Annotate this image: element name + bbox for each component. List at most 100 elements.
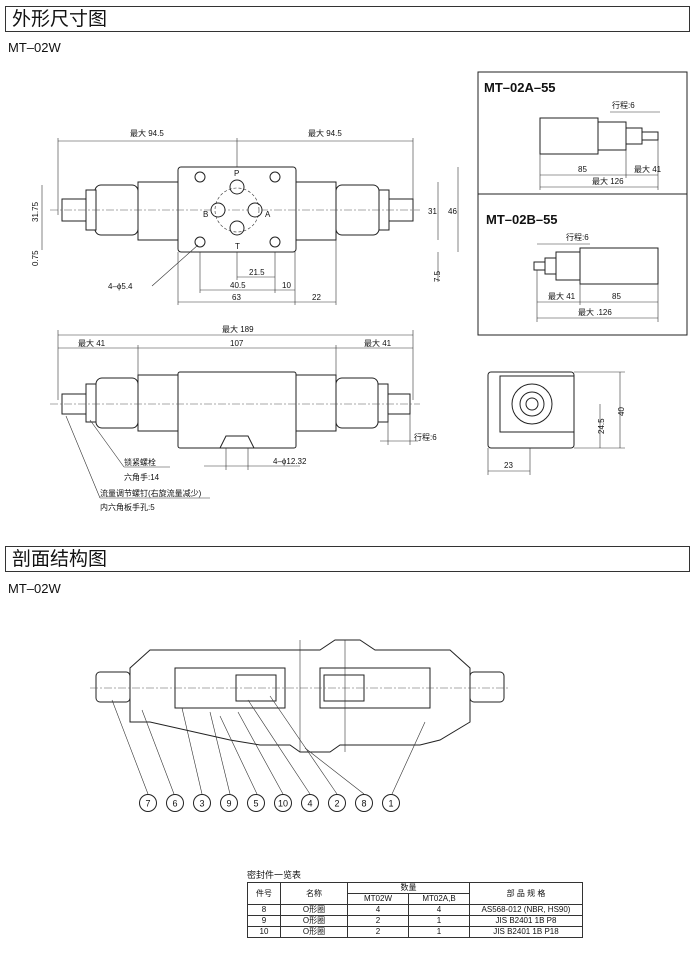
callout-circle-6	[166, 794, 184, 812]
top-view: 最大 94.5 最大 94.5 P B A T 31.75 0.75	[31, 128, 459, 305]
variant-a55: MT–02A–55 行程:6 85 最大 41 最大 126	[477, 71, 688, 195]
dim-75: 7.5	[433, 270, 442, 282]
dim-245: 24.5	[597, 418, 606, 434]
row-ab: 4	[408, 904, 470, 916]
callout-circle-9	[220, 794, 238, 812]
row-w: 2	[347, 915, 409, 927]
dim-107: 107	[230, 339, 244, 348]
left-sleeve	[137, 181, 179, 241]
a55-screw	[641, 131, 659, 141]
callout-circle-2	[328, 794, 346, 812]
port-p-label: P	[234, 169, 239, 178]
row-spec: AS568-012 (NBR, HS90)	[469, 904, 583, 916]
seal-table-caption: 密封件一览表	[247, 871, 302, 881]
dim-63: 63	[232, 293, 241, 302]
dim-22: 22	[312, 293, 321, 302]
callout-label-10: 10	[278, 799, 288, 809]
port-p	[229, 179, 245, 195]
variant-b55-title: MT–02B–55	[486, 212, 558, 227]
mount-hole-2	[269, 171, 281, 183]
front-left-nut	[85, 383, 97, 423]
a55-max126: 最大 126	[592, 176, 624, 186]
row-no: 9	[247, 915, 281, 927]
dim-max41-left: 最大 41	[78, 338, 106, 348]
seal-head-qty: 数量	[347, 882, 470, 894]
right-sleeve	[295, 181, 337, 241]
callout-circle-5	[247, 794, 265, 812]
row-w: 4	[347, 904, 409, 916]
port-t-label: T	[235, 242, 240, 251]
callout-circle-8	[355, 794, 373, 812]
front-stroke: 行程:6	[414, 432, 437, 442]
port-a	[247, 202, 263, 218]
callout-label-4: 4	[307, 799, 312, 809]
b55-nut	[544, 257, 557, 275]
row-name: O形圈	[280, 915, 348, 927]
callout-circle-3	[193, 794, 211, 812]
orings-label: 4–ϕ12.32	[273, 457, 307, 466]
outline-model-label: MT–02W	[8, 40, 61, 55]
b55-max41: 最大 41	[548, 291, 576, 301]
lock-nut-label: 锁紧螺栓	[124, 457, 156, 467]
front-left-sleeve	[137, 374, 179, 432]
variant-a55-title: MT–02A–55	[484, 80, 556, 95]
a55-housing	[597, 121, 627, 151]
b55-stroke: 行程:6	[566, 232, 589, 242]
dim-31: 31	[428, 207, 437, 216]
dim-3175: 31.75	[31, 201, 40, 222]
dim-max41-right: 最大 41	[364, 338, 392, 348]
holes-label: 4–ϕ5.4	[108, 282, 133, 291]
callout-circle-7	[139, 794, 157, 812]
a55-nut	[625, 127, 643, 145]
front-view: 最大 189 最大 41 107 最大 41 4–ϕ12.32 行程:6 锁紧螺…	[50, 324, 437, 512]
seal-head-name: 名称	[280, 882, 348, 905]
side-view: 23 24.5 40	[487, 371, 626, 475]
table-row: 10 O形圈 2 1 JIS B2401 1B P18	[247, 926, 583, 938]
dim-405: 40.5	[230, 281, 246, 290]
table-row: 8 O形圈 4 4 AS568-012 (NBR, HS90)	[247, 904, 583, 916]
callout-label-5: 5	[253, 799, 258, 809]
callout-label-2: 2	[334, 799, 339, 809]
row-ab: 1	[408, 926, 470, 938]
dim-max945-left: 最大 94.5	[130, 128, 164, 138]
row-spec: JIS B2401 1B P8	[469, 915, 583, 927]
callout-label-7: 7	[145, 799, 150, 809]
b55-d85: 85	[612, 292, 621, 301]
seal-head-mt02ab: MT02A,B	[408, 893, 470, 905]
hex5-label: 内六角板手孔:5	[100, 502, 155, 512]
dim-075: 0.75	[31, 250, 40, 266]
mount-hole-3	[194, 236, 206, 248]
seal-head-spec: 部 品 规 格	[469, 882, 583, 905]
callout-circle-1	[382, 794, 400, 812]
front-right-nut	[377, 383, 389, 423]
section-left-screw	[95, 671, 131, 703]
row-name: O形圈	[280, 926, 348, 938]
row-w: 2	[347, 926, 409, 938]
mount-hole-1	[194, 171, 206, 183]
port-b	[210, 202, 226, 218]
front-right-sleeve	[295, 374, 337, 432]
a55-stroke: 行程:6	[612, 100, 635, 110]
row-name: O形圈	[280, 904, 348, 916]
front-right-housing	[335, 377, 379, 429]
a55-body	[539, 117, 599, 155]
callout-label-6: 6	[172, 799, 177, 809]
section-view-title: 剖面结构图	[5, 546, 690, 572]
mount-hole-4	[269, 236, 281, 248]
b55-max126: 最大 .126	[578, 307, 612, 317]
row-no: 10	[247, 926, 281, 938]
callout-label-3: 3	[199, 799, 204, 809]
front-oring-boss	[219, 435, 255, 449]
callout-circle-10	[274, 794, 292, 812]
outline-section-title: 外形尺寸图	[5, 6, 690, 32]
dim-max945-right: 最大 94.5	[308, 128, 342, 138]
hex14-label: 六角手:14	[124, 472, 160, 482]
callout-label-1: 1	[388, 799, 393, 809]
callout-label-9: 9	[226, 799, 231, 809]
b55-screw	[533, 261, 546, 271]
dim-46: 46	[448, 207, 457, 216]
adjust-screw-label: 流量调节螺钉(右旋流量减少)	[100, 488, 202, 498]
section-model-label: MT–02W	[8, 581, 61, 596]
